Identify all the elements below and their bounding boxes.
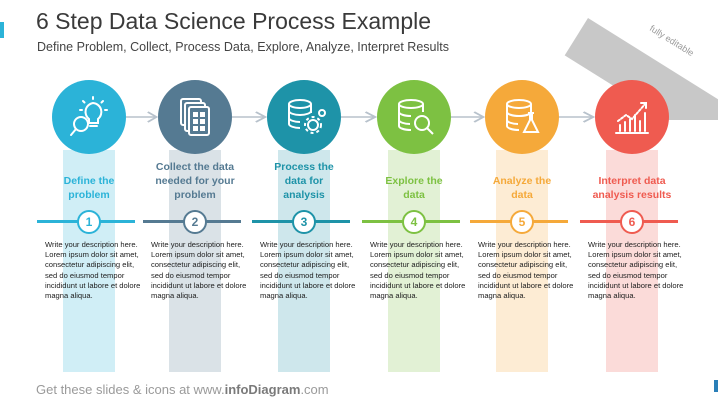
step-label-line: data [511,189,533,201]
step-circle-1 [52,80,126,154]
step-label-line: analysis results [592,189,672,201]
footer-brand: infoDiagram [224,382,301,397]
step-description-5: Write your description here. Lorem ipsum… [478,240,574,301]
step-description-4: Write your description here. Lorem ipsum… [370,240,466,301]
step-number-4: 4 [402,210,426,234]
footer-suffix: .com [300,382,329,397]
step-label-3: Process the data for analysis [258,160,350,202]
arrow-right-icon [341,111,377,123]
database-flask-icon [500,95,544,139]
files-icon [173,95,217,139]
step-number-1: 1 [77,210,101,234]
left-accent-bar [0,22,4,38]
bottom-accent-bar [714,380,718,392]
step-label-line: data for [284,175,324,187]
database-search-icon [392,95,436,139]
step-label-line: needed for your [155,175,235,187]
step-label-line: data [403,189,425,201]
step-label-line: Explore the [385,175,443,187]
step-label-line: Interpret data [598,175,666,187]
step-label-5: Analyze the data [476,174,568,202]
step-number-6: 6 [620,210,644,234]
step-circle-3 [267,80,341,154]
step-band-2 [169,150,221,372]
step-description-3: Write your description here. Lorem ipsum… [260,240,356,301]
step-label-1: Define the problem [43,174,135,202]
step-number-2: 2 [183,210,207,234]
step-circle-5 [485,80,559,154]
page-title: 6 Step Data Science Process Example [36,8,432,34]
step-description-1: Write your description here. Lorem ipsum… [45,240,141,301]
footer: Get these slides & icons at www.infoDiag… [36,382,329,397]
step-number-3: 3 [292,210,316,234]
step-circle-4 [377,80,451,154]
step-circle-2 [158,80,232,154]
step-label-line: Define the [63,175,115,187]
step-label-line: Process the [274,161,334,173]
step-band-5 [496,150,548,372]
step-number-5: 5 [510,210,534,234]
step-label-line: problem [68,189,110,201]
arrow-right-icon [126,111,158,123]
step-description-6: Write your description here. Lorem ipsum… [588,240,684,301]
step-label-4: Explore the data [368,174,460,202]
growth-chart-icon [610,95,654,139]
database-gears-icon [282,95,326,139]
step-label-line: Analyze the [492,175,552,187]
footer-prefix: Get these slides & icons at www. [36,382,225,397]
arrow-right-icon [232,111,267,123]
step-label-2: Collect the data needed for your problem [149,160,241,202]
step-label-6: Interpret data analysis results [586,174,678,202]
step-band-4 [388,150,440,372]
arrow-right-icon [559,111,595,123]
arrow-right-icon [451,111,485,123]
step-label-line: analysis [283,189,325,201]
step-circle-6 [595,80,669,154]
step-band-6 [606,150,658,372]
step-label-line: Collect the data [155,161,235,173]
lightbulb-search-icon [67,95,111,139]
page-subtitle: Define Problem, Collect, Process Data, E… [37,40,449,54]
step-label-line: problem [174,189,216,201]
step-band-3 [278,150,330,372]
step-band-1 [63,150,115,372]
step-description-2: Write your description here. Lorem ipsum… [151,240,247,301]
